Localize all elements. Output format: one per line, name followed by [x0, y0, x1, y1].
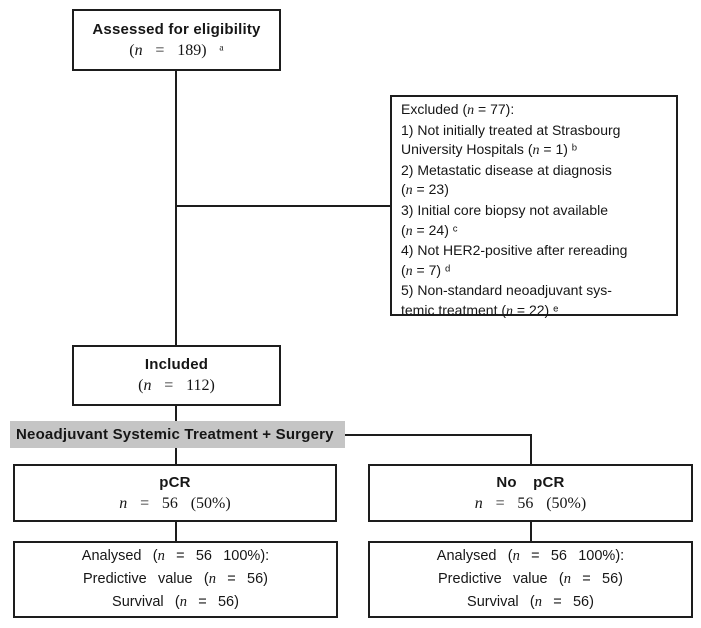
connector-no-pcr-to-analysed	[530, 521, 532, 541]
excluded-line: 2) Metastatic disease at diagnosis	[401, 161, 612, 178]
included-box: Included (n = 112)	[72, 345, 281, 406]
excluded-line: 1) Not initially treated at Strasbourg	[401, 121, 621, 138]
analysed-right-line: Survival (n = 56)	[467, 594, 594, 610]
pcr-box: pCR n = 56 (50%)	[13, 464, 337, 522]
analysed-left-line: Analysed (n = 56 100%):	[81, 548, 270, 564]
excluded-line: 4) Not HER2-positive after rereading	[401, 242, 628, 259]
treatment-surgery-highlight-bar: Neoadjuvant Systemic Treatment + Surgery	[10, 421, 345, 448]
excluded-line: Excluded (n = 77):	[401, 101, 515, 118]
analysed-right-box: Analysed (n = 56 100%): Predictive value…	[368, 541, 693, 618]
pcr-count: n = 56 (50%)	[119, 494, 231, 512]
connector-included-to-treatment-bar	[175, 405, 177, 421]
excluded-line: University Hospitals (n = 1) ᵇ	[401, 141, 578, 159]
excluded-line: 3) Initial core biopsy not available	[401, 201, 609, 218]
analysed-left-line: Predictive value (n = 56)	[83, 571, 268, 587]
excluded-line: temic treatment (n = 22) ᵉ	[401, 301, 559, 319]
connector-assessed-to-included	[175, 70, 177, 345]
excluded-line: (n = 7) ᵈ	[401, 261, 451, 279]
excluded-line: (n = 23)	[401, 181, 449, 199]
excluded-box: Excluded (n = 77): 1) Not initially trea…	[390, 95, 678, 319]
excluded-line: 5) Non-standard neoadjuvant sys-	[401, 282, 612, 299]
treatment-surgery-label: Neoadjuvant Systemic Treatment + Surgery	[16, 426, 334, 443]
connector-treatment-bar-to-no-pcr-horizontal	[345, 434, 532, 436]
analysed-right-line: Predictive value (n = 56)	[438, 571, 623, 587]
connector-treatment-bar-to-pcr	[175, 448, 177, 465]
connector-pcr-to-analysed	[175, 521, 177, 541]
connector-treatment-bar-to-no-pcr-vertical	[530, 434, 532, 465]
analysed-left-box: Analysed (n = 56 100%): Predictive value…	[13, 541, 338, 618]
included-count: (n = 112)	[138, 377, 215, 394]
assessed-for-eligibility-box: Assessed for eligibility (n = 189) ᵃ	[72, 9, 281, 71]
analysed-left-line: Survival (n = 56)	[112, 594, 239, 610]
assessed-count: (n = 189) ᵃ	[129, 41, 224, 59]
excluded-line: (n = 24) ᶜ	[401, 221, 458, 239]
pcr-title: pCR	[159, 473, 191, 491]
no-pcr-box: No pCR n = 56 (50%)	[368, 464, 693, 522]
connector-to-excluded	[176, 205, 390, 207]
analysed-right-line: Analysed (n = 56 100%):	[436, 548, 625, 564]
no-pcr-title: No pCR	[496, 473, 565, 491]
included-title: Included	[144, 356, 209, 373]
no-pcr-count: n = 56 (50%)	[474, 494, 587, 512]
assessed-title: Assessed for eligibility	[92, 20, 261, 38]
